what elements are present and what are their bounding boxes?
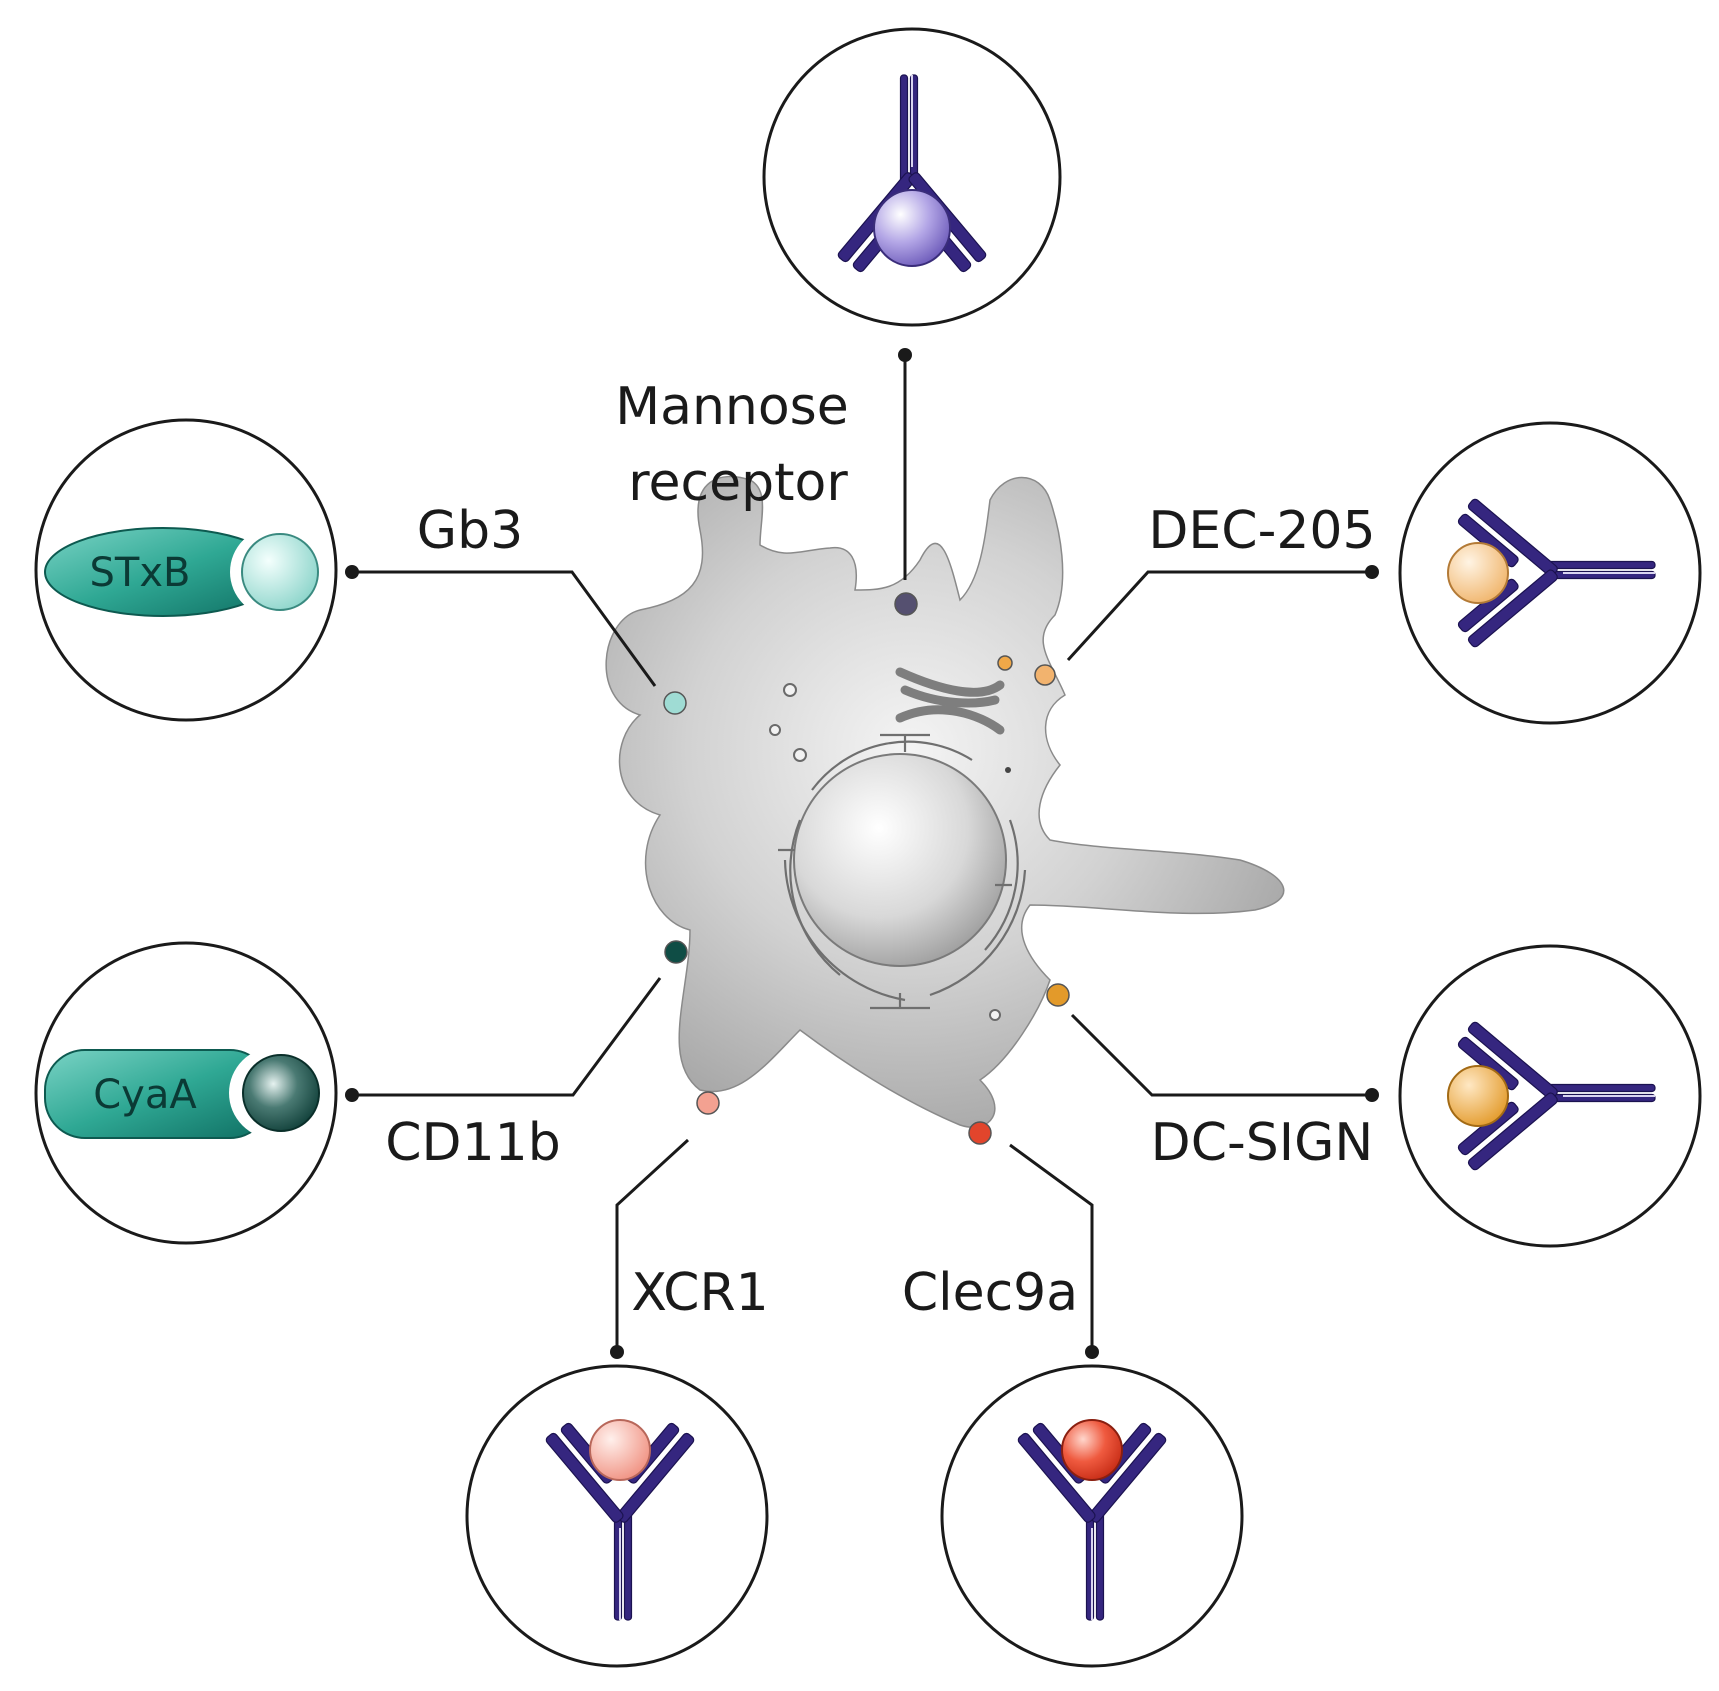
xcr1-antibody-circle [465,1364,769,1668]
stxb-label: STxB [90,550,191,596]
cd11b-label: CD11b [385,1113,561,1173]
dendritic-cell [605,475,1285,1128]
stxb-circle: STxB [34,418,338,722]
dcsign-label: DC-SIGN [1151,1113,1374,1173]
dec205-antibody-circle [1398,421,1702,725]
nucleus [793,753,1007,967]
clec9a-label: Clec9a [902,1263,1078,1323]
clec9a-receptor-dot [968,1121,992,1145]
clec9a-antibody-circle [940,1364,1244,1668]
receptor-dots [663,592,1070,1145]
clec9a-antigen [1061,1419,1123,1481]
dcsign-receptor-dot [1046,983,1070,1007]
cd11b-receptor-dot [664,940,688,964]
xcr1-receptor-dot [696,1091,720,1115]
dec205-antigen [1447,542,1509,604]
gb3-label: Gb3 [417,501,523,561]
xcr1-label: XCR1 [631,1263,768,1323]
dcsign-antibody-circle [1398,944,1702,1248]
leader-lines [345,348,1379,1359]
dec205-receptor-dot-small [997,655,1013,671]
stxb-antigen [241,533,319,611]
vesicles [769,683,1011,1021]
cyaa-antigen [242,1054,320,1132]
mannose-antibody-circle [762,27,1062,327]
mannose-antigen [873,189,951,267]
mannose-label-line2: receptor [628,453,848,513]
mannose-label-line1: Mannose [615,377,849,437]
dec205-receptor-dot [1034,664,1056,686]
gb3-receptor-dot [663,691,687,715]
receptor-labels: Mannose receptor Gb3 DEC-205 CD11b DC-SI… [385,377,1375,1323]
cyaa-label: CyaA [93,1072,197,1118]
xcr1-antigen [589,1419,651,1481]
cyaa-circle: CyaA [34,941,338,1245]
dcsign-antigen [1447,1065,1509,1127]
dec205-label: DEC-205 [1148,501,1375,561]
centriole [895,667,1005,735]
endoplasmic-reticulum [778,733,1027,1010]
mannose-receptor-dot [894,592,918,616]
